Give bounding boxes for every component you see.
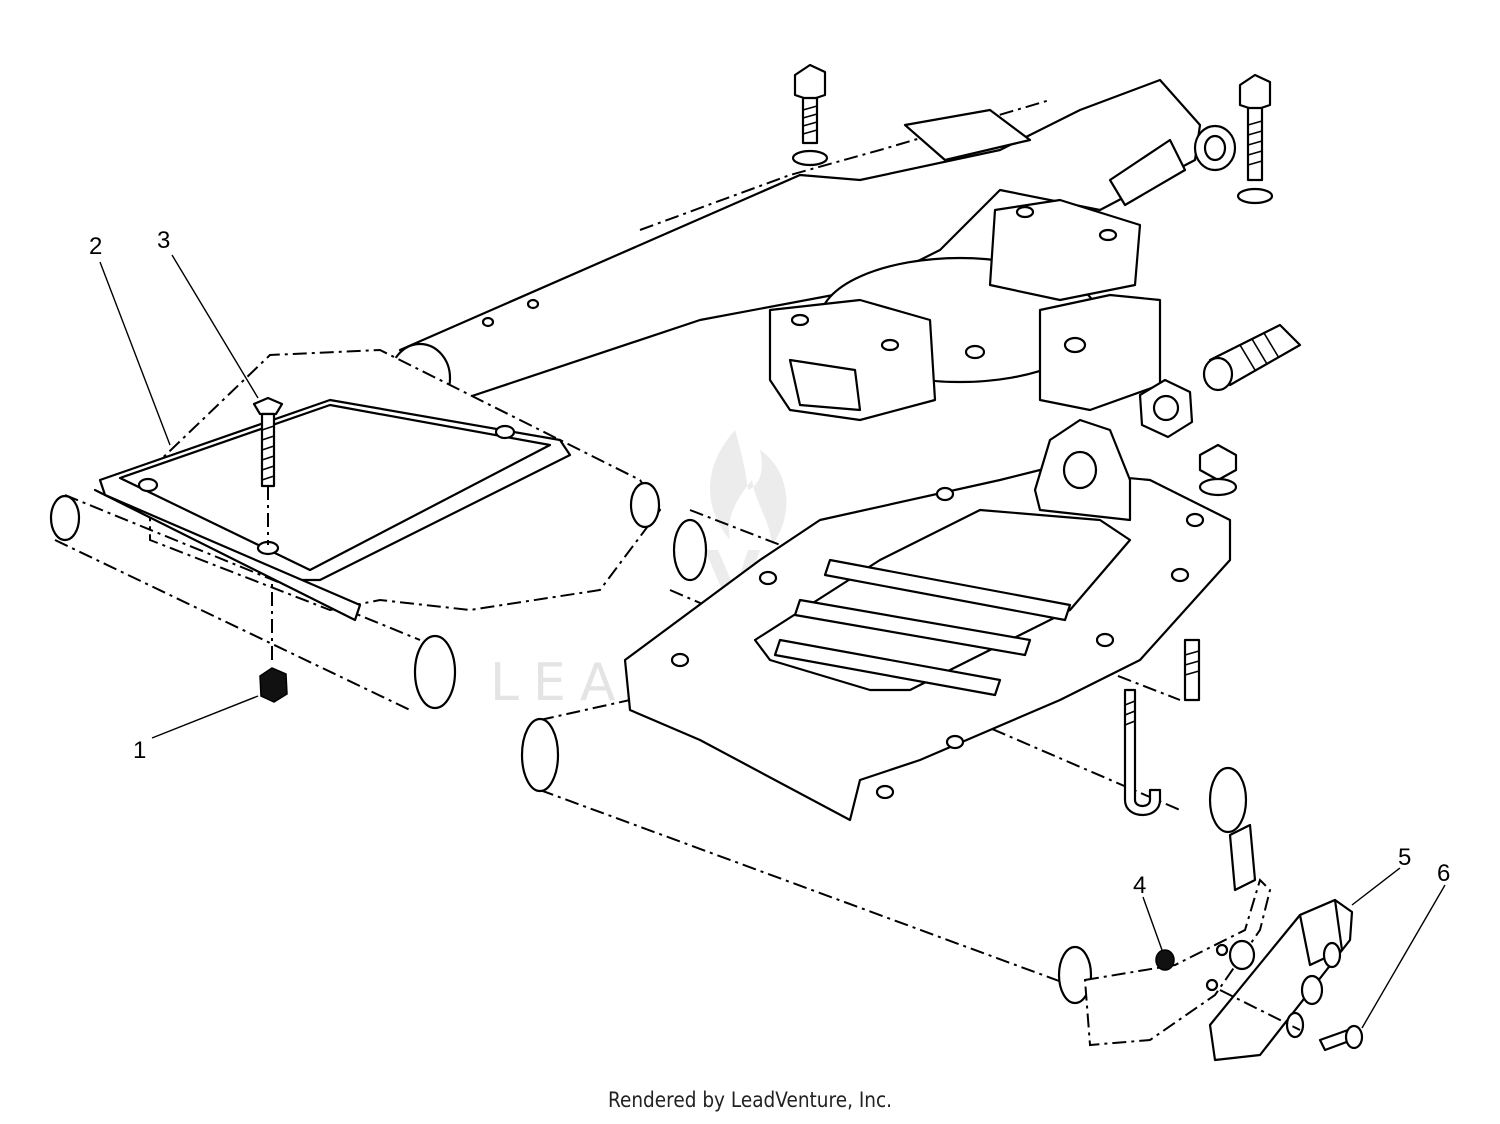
- bearing-block-hole: [1015, 205, 1035, 219]
- small-nut-washer: [1198, 443, 1238, 497]
- frame-hole: [758, 570, 778, 586]
- leader-1: [151, 695, 259, 739]
- countersunk-screw: [252, 396, 284, 545]
- frame-crossbar: [793, 598, 1032, 657]
- clip-screw: [1318, 1024, 1364, 1052]
- hitch-assembly: [388, 78, 1237, 422]
- callout-5: 5: [1398, 844, 1411, 871]
- bracket-small-hole: [1215, 943, 1229, 957]
- left-tube-assembly: [49, 348, 662, 711]
- callout-1: 1: [133, 737, 146, 764]
- tower-threaded-hole: [1062, 450, 1098, 490]
- mounting-plate-edge: [93, 488, 362, 622]
- hitch-bolt-left: [791, 63, 829, 167]
- rear-tube-end: [672, 518, 708, 582]
- u-bolt-leg: [1183, 638, 1201, 702]
- pivot-stud: [1202, 323, 1302, 392]
- hitch-top-window: [903, 108, 1032, 162]
- frame-hole: [1170, 567, 1190, 583]
- bracket-nut: [1155, 949, 1175, 971]
- pivot-nut: [1138, 378, 1194, 439]
- frame-hole: [670, 652, 690, 668]
- hitch-bushing-bore: [1203, 134, 1227, 162]
- mounting-plate-top: [118, 403, 552, 572]
- callout-4: 4: [1133, 872, 1146, 899]
- frame-crossbar: [823, 558, 1072, 622]
- left-tube-end-far: [413, 634, 457, 710]
- callout-leaders: [99, 254, 1446, 1029]
- front-tube-end-far: [1057, 945, 1093, 1005]
- hex-nut: [259, 578, 288, 703]
- frame-crossbar: [773, 638, 1002, 697]
- front-tube-end: [520, 717, 560, 793]
- frame-hole: [1095, 632, 1115, 648]
- clip-hole: [1300, 974, 1324, 1006]
- callouts: 1 2 3 4 5 6: [89, 227, 1450, 899]
- right-end-pipe: [629, 481, 661, 529]
- callout-2: 2: [89, 233, 102, 260]
- bearing-block-hole: [1098, 228, 1118, 242]
- arm-hole: [526, 298, 540, 310]
- tube-bracket: [1083, 823, 1272, 1047]
- bracket-hole: [1228, 939, 1256, 971]
- bearing-block-hole: [790, 313, 810, 327]
- hitch-side-slot: [1108, 138, 1187, 207]
- frame-opening: [753, 508, 1132, 692]
- arm-hole: [481, 316, 495, 328]
- plate-hole: [137, 477, 159, 493]
- hitch-arm: [398, 78, 1202, 402]
- leader-6: [1361, 884, 1446, 1029]
- bracket-small-hole: [1205, 978, 1219, 992]
- bracket-body: [1083, 878, 1272, 1047]
- plate-hole: [494, 424, 516, 440]
- leader-4: [1142, 896, 1163, 951]
- callout-6: 6: [1437, 860, 1450, 887]
- bearing-block-hole: [1063, 336, 1087, 354]
- bearing-cap-left: [788, 358, 862, 412]
- leader-3: [171, 254, 259, 399]
- leader-5: [1351, 867, 1401, 906]
- clip-hole: [1322, 941, 1342, 969]
- render-credit: Rendered by LeadVenture, Inc.: [607, 1088, 893, 1112]
- leader-2: [99, 261, 171, 446]
- right-frame-assembly: [520, 418, 1248, 1005]
- clip-hole: [1285, 1011, 1305, 1039]
- front-tube: [539, 699, 1071, 986]
- u-bolt: [1123, 688, 1162, 816]
- swivel-hub-hole: [964, 344, 986, 360]
- watermark-flame-icon: [710, 430, 787, 545]
- bearing-block-hole: [880, 338, 900, 352]
- left-tube-end: [49, 494, 81, 542]
- bracket-tab: [1228, 823, 1257, 892]
- right-tube-end: [1208, 766, 1248, 834]
- frame-hole: [875, 784, 895, 800]
- frame-hole: [1185, 512, 1205, 528]
- clip-plate: [1208, 898, 1354, 1062]
- left-tube: [54, 494, 421, 711]
- frame-hole: [945, 734, 965, 750]
- bearing-block-top: [988, 198, 1142, 302]
- hitch-bolt-right: [1236, 73, 1274, 205]
- frame-hole: [935, 486, 955, 502]
- callout-3: 3: [157, 227, 170, 254]
